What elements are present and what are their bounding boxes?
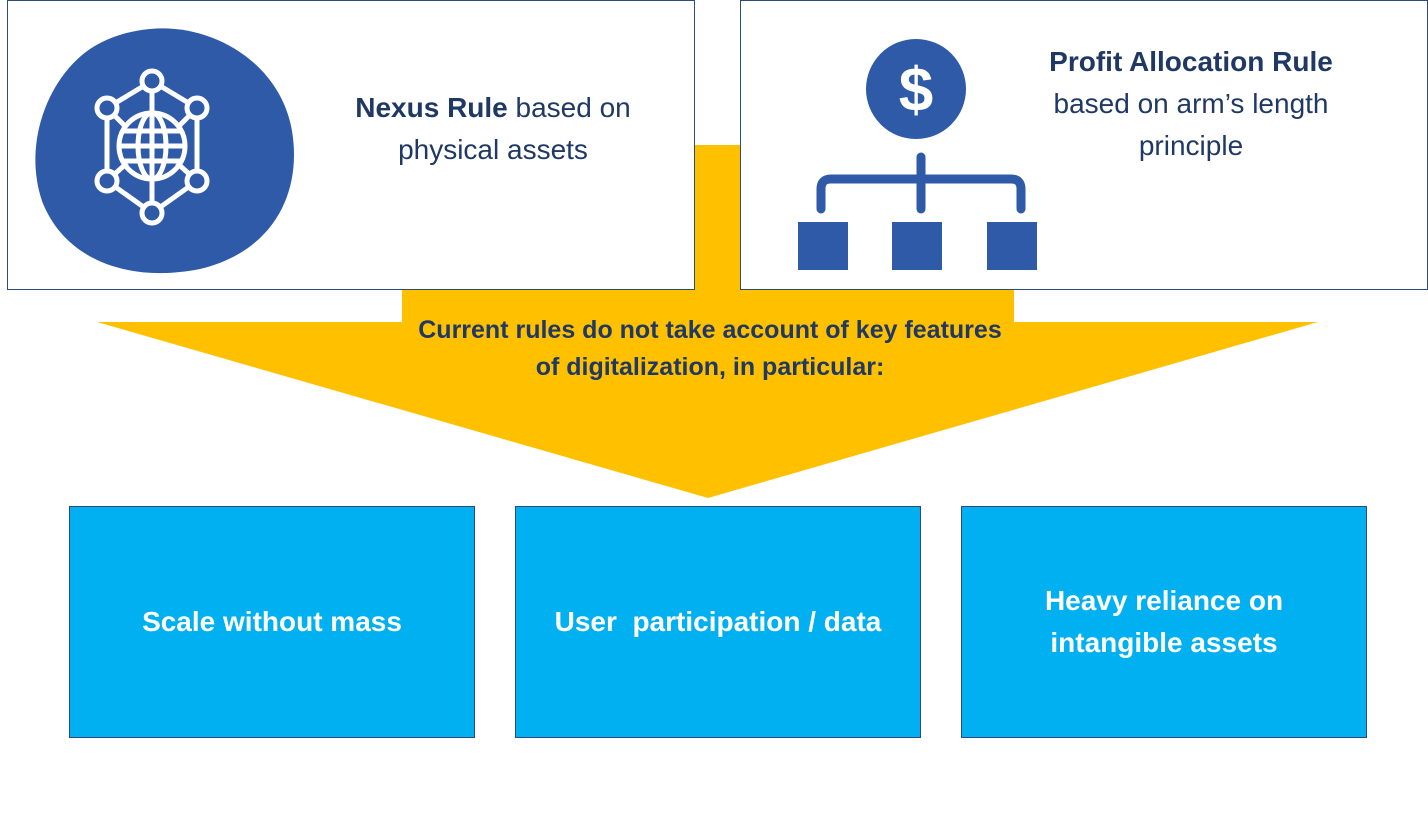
profit-allocation-text: Profit Allocation Rule based on arm’s len… xyxy=(1011,41,1371,167)
network-globe-icon xyxy=(35,28,295,274)
feature-label: Heavy reliance on intangible assets xyxy=(1044,585,1284,658)
arrow-caption: Current rules do not take account of key… xyxy=(418,316,1002,381)
feature-label: User participation / data xyxy=(554,606,882,637)
feature-box-user-participation: User participation / data xyxy=(515,506,921,738)
profit-allocation-description: based on arm’s length principle xyxy=(1053,88,1329,161)
feature-box-intangible-assets: Heavy reliance on intangible assets xyxy=(961,506,1367,738)
dollar-hierarchy-icon: $ xyxy=(798,39,1037,270)
nexus-rule-title: Nexus Rule xyxy=(355,92,508,123)
nexus-rule-card: Nexus Rule based on physical assets xyxy=(7,0,695,290)
nexus-rule-text: Nexus Rule based on physical assets xyxy=(328,87,658,171)
nexus-rule-description: based on physical assets xyxy=(398,92,631,165)
svg-text:$: $ xyxy=(899,56,933,125)
feature-label: Scale without mass xyxy=(142,606,402,637)
feature-box-scale-without-mass: Scale without mass xyxy=(69,506,475,738)
profit-allocation-title: Profit Allocation Rule xyxy=(1049,46,1333,77)
profit-allocation-card: $ Profit Allocation Rule based on arm’s l… xyxy=(740,0,1428,290)
